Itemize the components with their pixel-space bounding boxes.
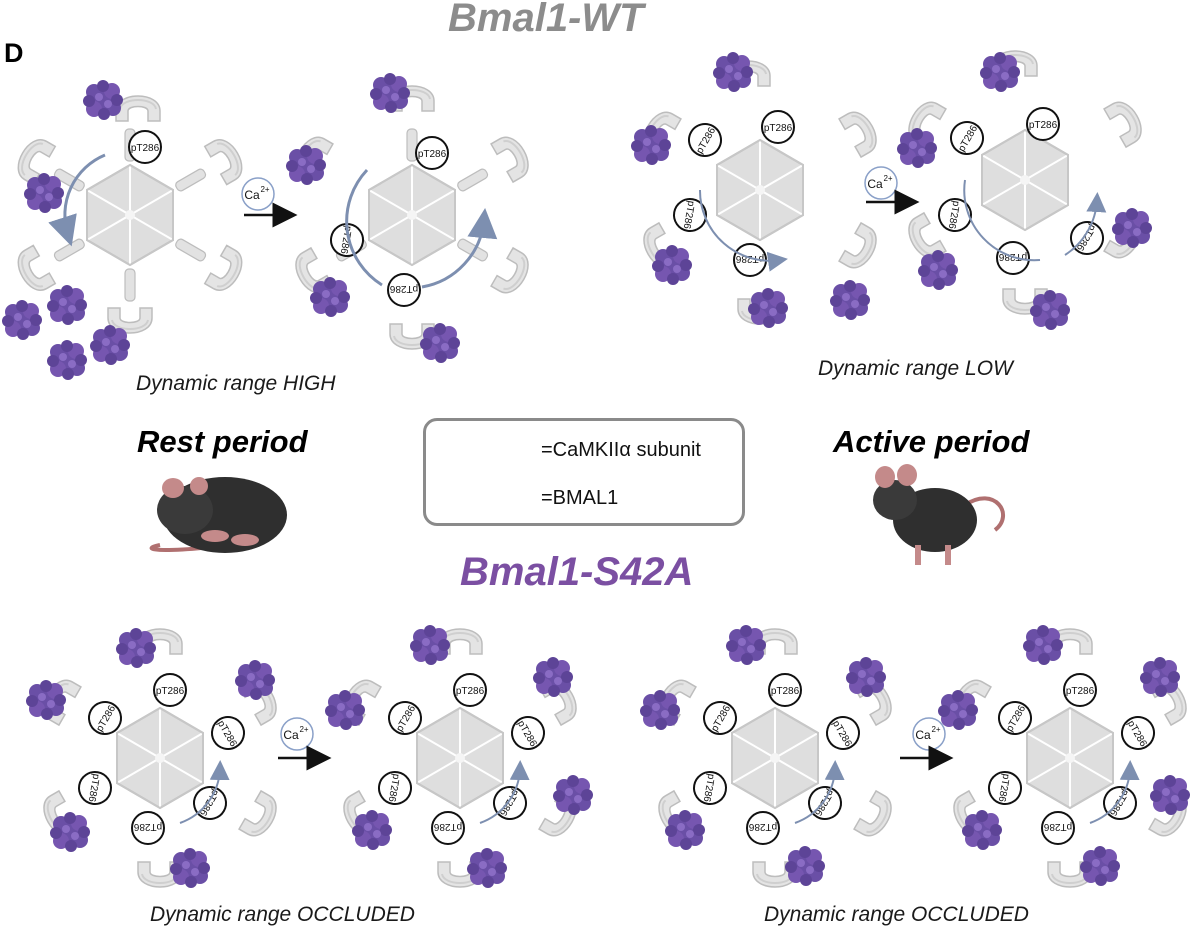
svg-text:2+: 2+ xyxy=(260,185,269,194)
title-bmal1-s42a: Bmal1-S42A xyxy=(460,550,694,594)
bmal1-ar3 xyxy=(652,245,692,285)
svg-text:2+: 2+ xyxy=(931,725,940,734)
bmal1-free-2 xyxy=(47,285,87,325)
holoenzyme-wt-active-before xyxy=(636,60,884,325)
active-mouse-icon xyxy=(873,464,1005,565)
active-period-label: Active period xyxy=(833,424,1030,459)
legend-camk-label: =CaMKIIα subunit xyxy=(541,439,701,461)
bmal1-ar1 xyxy=(713,52,753,92)
bmal1-ar4 xyxy=(748,288,788,328)
rest-period-label: Rest period xyxy=(137,424,308,459)
bmal1-free-4 xyxy=(90,325,130,365)
bmal1-tr4 xyxy=(420,323,460,363)
holoenzyme-s42a-active-after xyxy=(946,628,1194,888)
svg-text:Ca: Ca xyxy=(915,728,931,742)
bmal1-free-3 xyxy=(47,340,87,380)
holoenzyme-s42a-rest-after xyxy=(336,628,584,888)
panel-letter: D xyxy=(4,38,24,68)
bmal1-ar8 xyxy=(1030,290,1070,330)
bmal1-tl-2 xyxy=(24,173,64,213)
holoenzyme-wt-active-after xyxy=(901,50,1149,315)
holoenzyme-s42a-active-before xyxy=(651,628,899,888)
calcium-arrow-4: Ca 2+ xyxy=(900,717,954,771)
svg-text:2+: 2+ xyxy=(883,174,892,183)
bmal1-tr2 xyxy=(286,145,326,185)
svg-text:Ca: Ca xyxy=(867,177,883,191)
bmal1-ar6 xyxy=(897,128,937,168)
bmal1-ar7 xyxy=(918,250,958,290)
bmal1-ar2 xyxy=(631,125,671,165)
holoenzyme-wt-rest-before xyxy=(10,95,250,334)
calcium-arrow-3: Ca 2+ xyxy=(278,717,332,771)
legend-box xyxy=(423,418,745,526)
caption-wt-active: Dynamic range LOW xyxy=(818,357,1013,380)
calcium-arrow-2: Ca 2+ xyxy=(864,166,920,215)
legend-bmal-label: =BMAL1 xyxy=(541,487,619,509)
svg-text:Ca: Ca xyxy=(244,188,260,202)
holoenzyme-wt-rest-after xyxy=(288,85,536,350)
bmal1-free-1 xyxy=(2,300,42,340)
calcium-arrow-1: Ca 2+ xyxy=(241,177,298,228)
title-bmal1-wt: Bmal1-WT xyxy=(448,0,644,40)
bmal1-ar-free xyxy=(830,280,870,320)
bmal1-ar9 xyxy=(1112,208,1152,248)
svg-text:Ca: Ca xyxy=(283,728,299,742)
bmal1-tr3 xyxy=(310,277,350,317)
holoenzyme-s42a-rest-before xyxy=(36,628,284,888)
bmal1-tl-1 xyxy=(83,80,123,120)
caption-s42a-rest: Dynamic range OCCLUDED xyxy=(150,903,415,926)
caption-s42a-active: Dynamic range OCCLUDED xyxy=(764,903,1029,926)
svg-text:2+: 2+ xyxy=(299,725,308,734)
sleeping-mouse-icon xyxy=(149,477,287,553)
caption-wt-rest: Dynamic range HIGH xyxy=(136,372,336,395)
bmal1-ar5 xyxy=(980,52,1020,92)
bmal1-tr1 xyxy=(370,73,410,113)
